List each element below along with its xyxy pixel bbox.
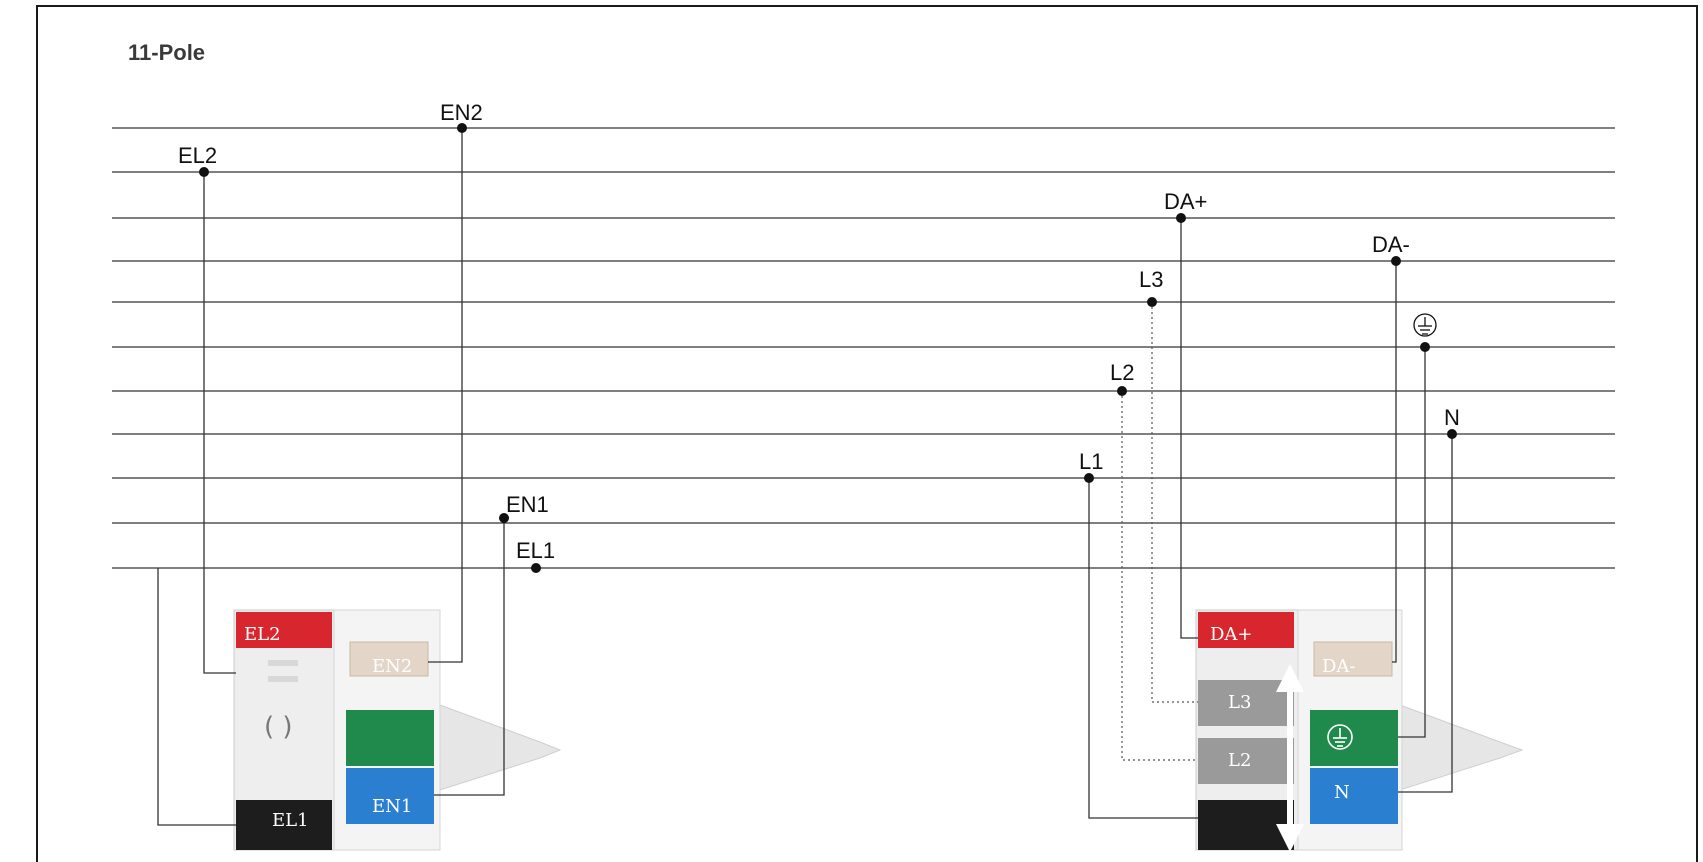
left-terminal-en2 <box>349 641 429 677</box>
wire-en2 <box>428 128 463 663</box>
right-terminal-l3 <box>1198 680 1294 726</box>
left-slot-mark-2 <box>268 676 298 682</box>
wire-l1 <box>1088 478 1198 819</box>
right-label-l2: L2 <box>1228 750 1251 771</box>
label-l1: L1 <box>1079 449 1103 474</box>
left-label-el1: EL1 <box>272 810 309 831</box>
label-da-plus: DA+ <box>1164 189 1207 214</box>
right-connector: DA+ DA- L3 L2 N <box>1195 609 1524 852</box>
node-l1 <box>1084 473 1094 483</box>
node-da-minus <box>1391 256 1401 266</box>
left-label-en1: EN1 <box>372 796 412 817</box>
node-el1 <box>531 563 541 573</box>
wire-l2 <box>1121 391 1198 761</box>
diagram-frame <box>36 5 1698 862</box>
node-earth <box>1420 342 1430 352</box>
junction-dots <box>199 123 1457 573</box>
wire-da-minus <box>1392 261 1397 663</box>
label-l2: L2 <box>1110 360 1134 385</box>
label-en1: EN1 <box>506 492 549 517</box>
right-terminal-earth-icon <box>1327 724 1353 750</box>
right-label-da-minus: DA- <box>1322 656 1356 677</box>
wire-n <box>1398 434 1453 793</box>
right-terminal-l2 <box>1198 738 1294 784</box>
node-da-plus <box>1176 213 1186 223</box>
left-terminal-el1 <box>236 800 332 850</box>
right-terminal-n <box>1310 768 1398 824</box>
wire-en1 <box>434 518 505 796</box>
node-l2 <box>1117 386 1127 396</box>
bus-labels: EN2 EL2 DA+ DA- L3 L2 N L1 EN1 EL1 <box>178 100 1460 563</box>
earth-symbol-icon <box>1413 313 1437 337</box>
wire-da-plus <box>1180 218 1198 639</box>
right-terminal-da-minus <box>1313 641 1393 677</box>
left-wires <box>157 128 505 826</box>
left-label-en2: EN2 <box>372 656 412 677</box>
right-release-tab <box>1399 704 1524 791</box>
slide-arrow-icon <box>1276 664 1304 852</box>
node-el2 <box>199 167 209 177</box>
right-label-l3: L3 <box>1228 692 1251 713</box>
diagram-title: 11-Pole <box>128 40 206 65</box>
right-label-n: N <box>1334 782 1350 803</box>
left-label-el2: EL2 <box>244 624 281 645</box>
right-terminal-earth <box>1310 710 1398 766</box>
label-en2: EN2 <box>440 100 483 125</box>
right-wires <box>1088 218 1453 819</box>
label-n: N <box>1444 405 1460 430</box>
left-release-tab <box>439 704 562 791</box>
node-n <box>1447 429 1457 439</box>
right-terminal-da-plus <box>1198 612 1294 648</box>
left-slot-mark-1 <box>268 660 298 666</box>
left-terminal-green <box>346 710 434 766</box>
left-coding-mark: ( ) <box>264 712 293 742</box>
label-el2: EL2 <box>178 143 217 168</box>
bus-lines <box>112 127 1615 569</box>
node-en2 <box>457 123 467 133</box>
node-l3 <box>1147 297 1157 307</box>
label-da-minus: DA- <box>1372 232 1410 257</box>
left-connector: ( ) EL2 EN2 EN1 EL1 <box>233 609 562 851</box>
node-en1 <box>499 513 509 523</box>
wire-el2 <box>203 172 236 674</box>
label-l3: L3 <box>1139 267 1163 292</box>
wire-el1 <box>157 568 236 826</box>
right-label-da-plus: DA+ <box>1210 624 1253 645</box>
left-terminal-en1 <box>346 768 434 824</box>
left-terminal-el2 <box>236 612 332 648</box>
wire-earth <box>1398 347 1426 738</box>
label-el1: EL1 <box>516 538 555 563</box>
wire-l3 <box>1151 302 1198 703</box>
